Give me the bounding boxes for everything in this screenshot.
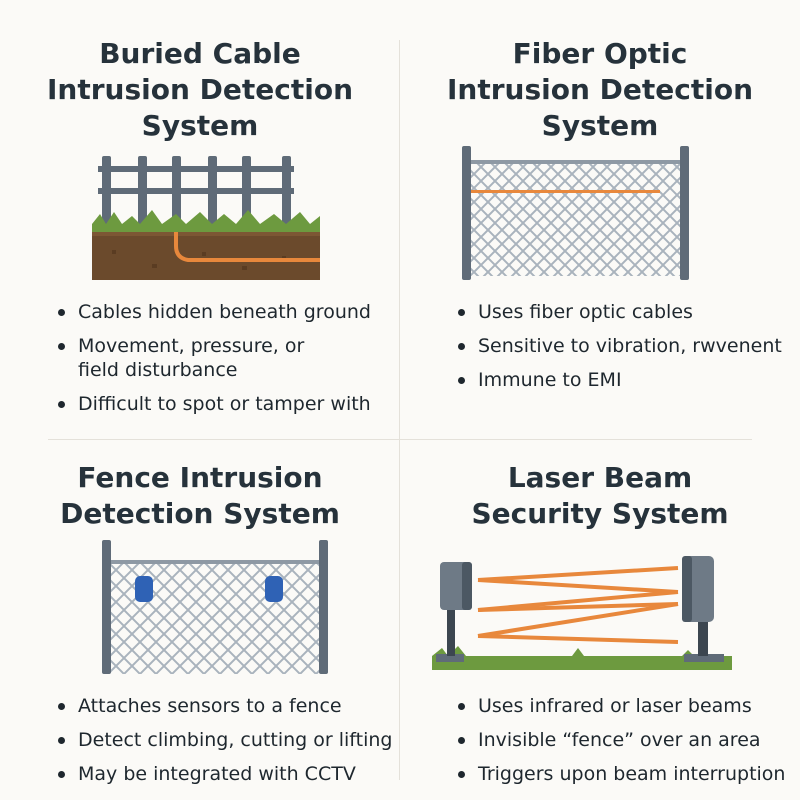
panel-title: Fiber Optic Intrusion Detection System: [446, 37, 754, 142]
panel-fiber-optic: Fiber Optic Intrusion Detection System U…: [400, 0, 800, 400]
list-item: Invisible “fence” over an area: [452, 728, 785, 752]
fence-sensor-illustration: [102, 540, 328, 674]
list-item: Difficult to spot or tamper with: [52, 392, 371, 416]
feature-list: Cables hidden beneath ground Movement, p…: [52, 300, 371, 426]
fiber-fence-illustration: [462, 146, 689, 280]
feature-list: Uses infrared or laser beams Invisible “…: [452, 694, 785, 796]
list-item: Uses infrared or laser beams: [452, 694, 785, 718]
list-item: Attaches sensors to a fence: [52, 694, 392, 718]
list-item: Detect climbing, cutting or lifting: [52, 728, 392, 752]
list-item: Triggers upon beam interruption: [452, 762, 785, 786]
list-item: Cables hidden beneath ground: [52, 300, 371, 324]
horizontal-divider: [48, 439, 752, 440]
feature-list: Attaches sensors to a fence Detect climb…: [52, 694, 392, 796]
list-item: Sensitive to vibration, rwvenent: [452, 334, 782, 358]
panel-title: Laser Beam Security System: [471, 461, 729, 530]
panel-title: Fence Intrusion Detection System: [60, 461, 340, 530]
list-item: Uses fiber optic cables: [452, 300, 782, 324]
feature-list: Uses fiber optic cables Sensitive to vib…: [452, 300, 782, 402]
list-item: May be integrated with CCTV: [52, 762, 392, 786]
sensor-icon: [265, 576, 283, 602]
panel-title: Buried Cable Intrusion Detection System: [46, 37, 354, 142]
buried-cable-illustration: [92, 156, 320, 280]
panel-laser-beam: Laser Beam Security System Uses infrared…: [400, 400, 800, 800]
panel-buried-cable: Buried Cable Intrusion Detection System …: [0, 0, 400, 415]
panel-fence-intrusion: Fence Intrusion Detection System Attache…: [0, 400, 400, 800]
vertical-divider: [399, 40, 400, 780]
sensor-icon: [135, 576, 153, 602]
laser-beam-illustration: [432, 556, 732, 670]
list-item: Immune to EMI: [452, 368, 782, 392]
